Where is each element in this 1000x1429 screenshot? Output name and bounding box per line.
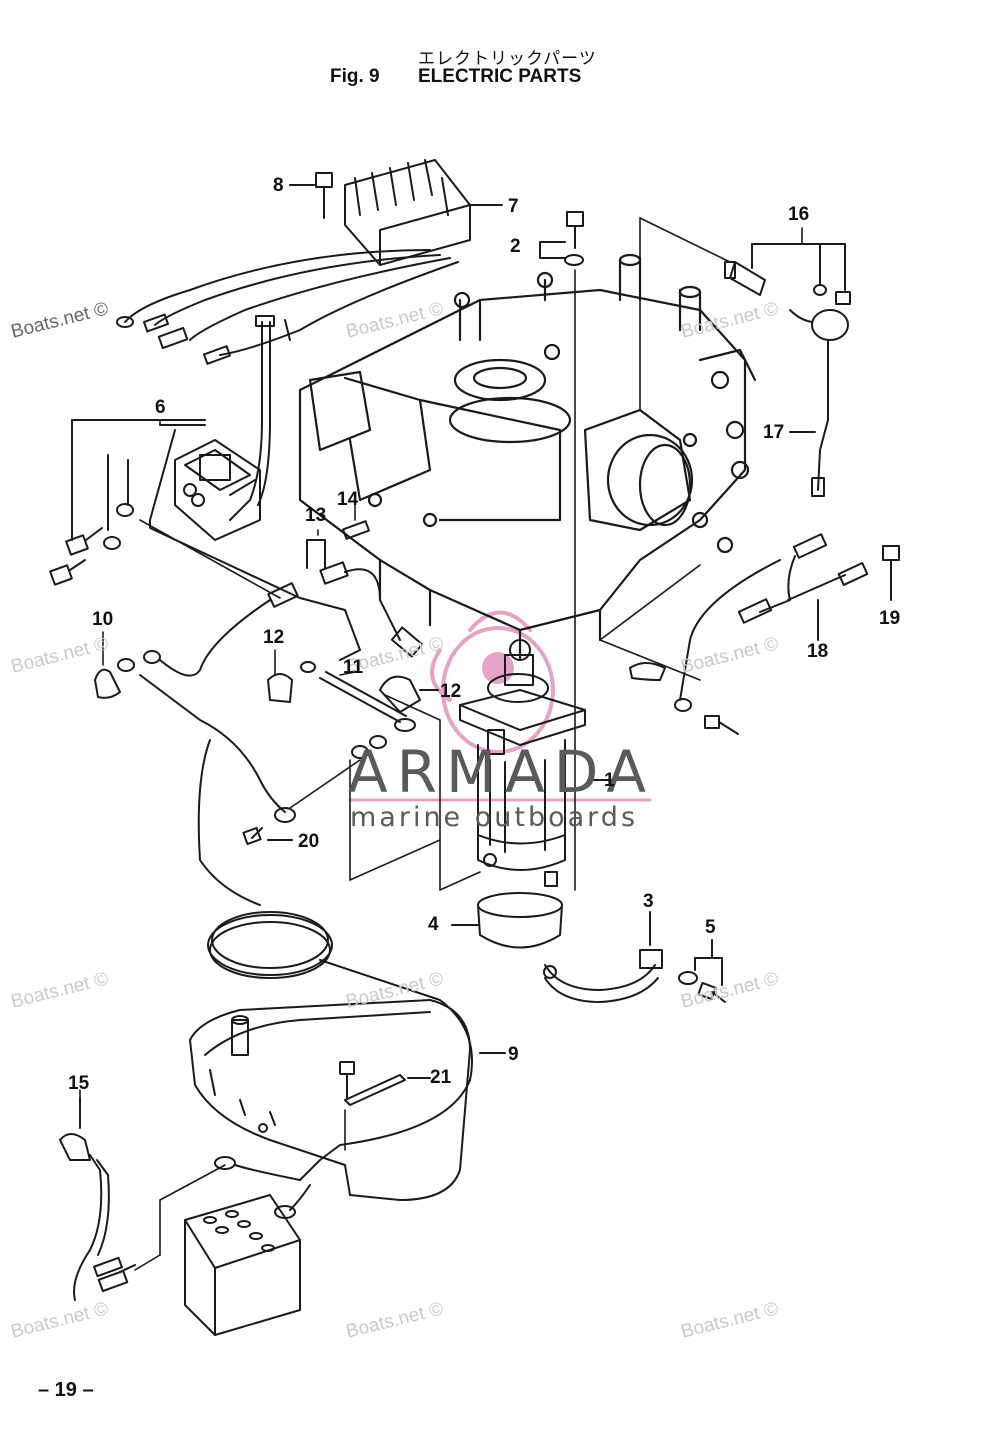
bolt-2 <box>539 211 584 266</box>
terminal-caps <box>94 668 439 713</box>
callout-5: 5 <box>705 917 716 938</box>
fastener-set-6 <box>49 419 206 586</box>
figure-title-japanese: エレクトリックパーツ <box>418 49 597 69</box>
cdi-unit <box>174 439 261 541</box>
armada-subtitle-watermark: marine outboards <box>350 802 639 833</box>
rectifier-regulator <box>344 159 503 266</box>
callout-19: 19 <box>879 608 901 629</box>
armada-brand-watermark: ARMADA <box>348 738 656 806</box>
figure-number: Fig. 9 <box>330 66 380 87</box>
bolt-20 <box>242 826 293 846</box>
lower-cowling <box>189 999 471 1201</box>
page-number: – 19 – <box>38 1379 94 1401</box>
nuts <box>351 735 387 759</box>
callout-6: 6 <box>155 397 166 418</box>
callout-9: 9 <box>508 1044 519 1065</box>
callout-18: 18 <box>807 641 829 662</box>
extension-harness-18 <box>629 533 869 735</box>
callout-1: 1 <box>604 770 615 791</box>
callout-16: 16 <box>788 204 810 225</box>
callout-12: 12 <box>440 681 462 702</box>
bolt-5 <box>678 939 726 1003</box>
callout-20: 20 <box>298 831 320 852</box>
thermo-switch <box>724 243 851 497</box>
callout-3: 3 <box>643 891 654 912</box>
callout-15: 15 <box>68 1073 90 1094</box>
battery-cable-short <box>300 661 416 732</box>
rectifier-wire-harness <box>116 249 459 521</box>
callout-2: 2 <box>510 236 521 257</box>
callout-17: 17 <box>763 422 785 443</box>
callout-10: 10 <box>92 609 114 630</box>
cable-strap-21 <box>339 1061 431 1106</box>
main-switch-15 <box>59 1097 136 1301</box>
starter-bracket-3 <box>543 911 663 1003</box>
callout-14: 14 <box>337 489 359 510</box>
callout-4: 4 <box>428 914 439 935</box>
figure-title: ELECTRIC PARTS <box>418 66 582 87</box>
callout-7: 7 <box>508 196 519 217</box>
wiring-connectors <box>143 429 424 677</box>
callout-21: 21 <box>430 1067 452 1088</box>
callout-12: 12 <box>263 627 285 648</box>
rubber-band-4 <box>451 892 563 949</box>
engine-block <box>298 253 757 662</box>
starter-motor <box>459 639 616 887</box>
armada-logo-icon <box>348 610 652 802</box>
bolt-19 <box>882 545 900 601</box>
callout-8: 8 <box>273 175 284 196</box>
callout-13: 13 <box>305 505 327 526</box>
callout-leaders <box>79 227 803 1099</box>
bolt-8 <box>289 172 333 219</box>
callout-11: 11 <box>343 657 364 678</box>
battery <box>184 1194 301 1336</box>
leader-lines <box>134 519 701 1271</box>
